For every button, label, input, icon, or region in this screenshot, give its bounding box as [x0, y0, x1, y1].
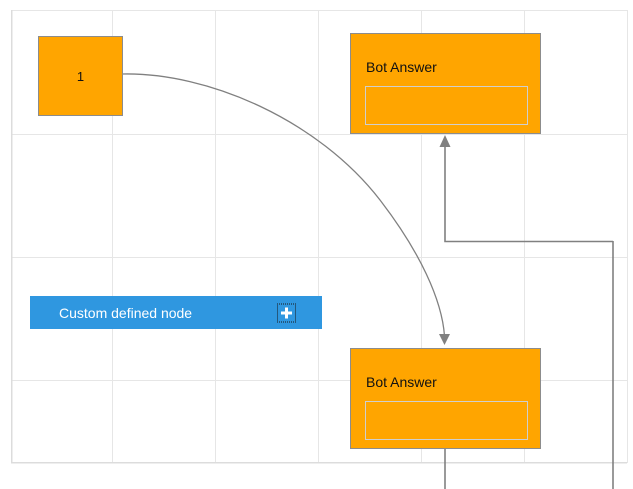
node-start[interactable]: 1 [38, 36, 123, 116]
connector-start-to-bot-answer-bottom [121, 73, 446, 337]
connector-arrowhead-down-bottom-node [439, 334, 450, 345]
connector-arrowhead-up-top-node [439, 135, 451, 147]
node-bot-answer-bottom[interactable]: Bot Answer [350, 348, 541, 449]
node-bot-answer-top-slot[interactable] [365, 86, 528, 125]
custom-defined-node-item[interactable]: Custom defined node [30, 296, 322, 329]
custom-defined-node-label: Custom defined node [59, 304, 193, 321]
node-bot-answer-top-title: Bot Answer [366, 59, 437, 75]
node-bot-answer-bottom-title: Bot Answer [366, 374, 437, 390]
node-bot-answer-top[interactable]: Bot Answer [350, 33, 541, 134]
node-bot-answer-bottom-slot[interactable] [365, 401, 528, 440]
connector-bot-answer-bottom-to-top [444, 147, 613, 243]
plus-icon-vertical-bar [285, 307, 288, 318]
node-start-label: 1 [76, 68, 85, 84]
plus-icon[interactable] [277, 303, 296, 322]
grid-outer-border [11, 10, 627, 464]
